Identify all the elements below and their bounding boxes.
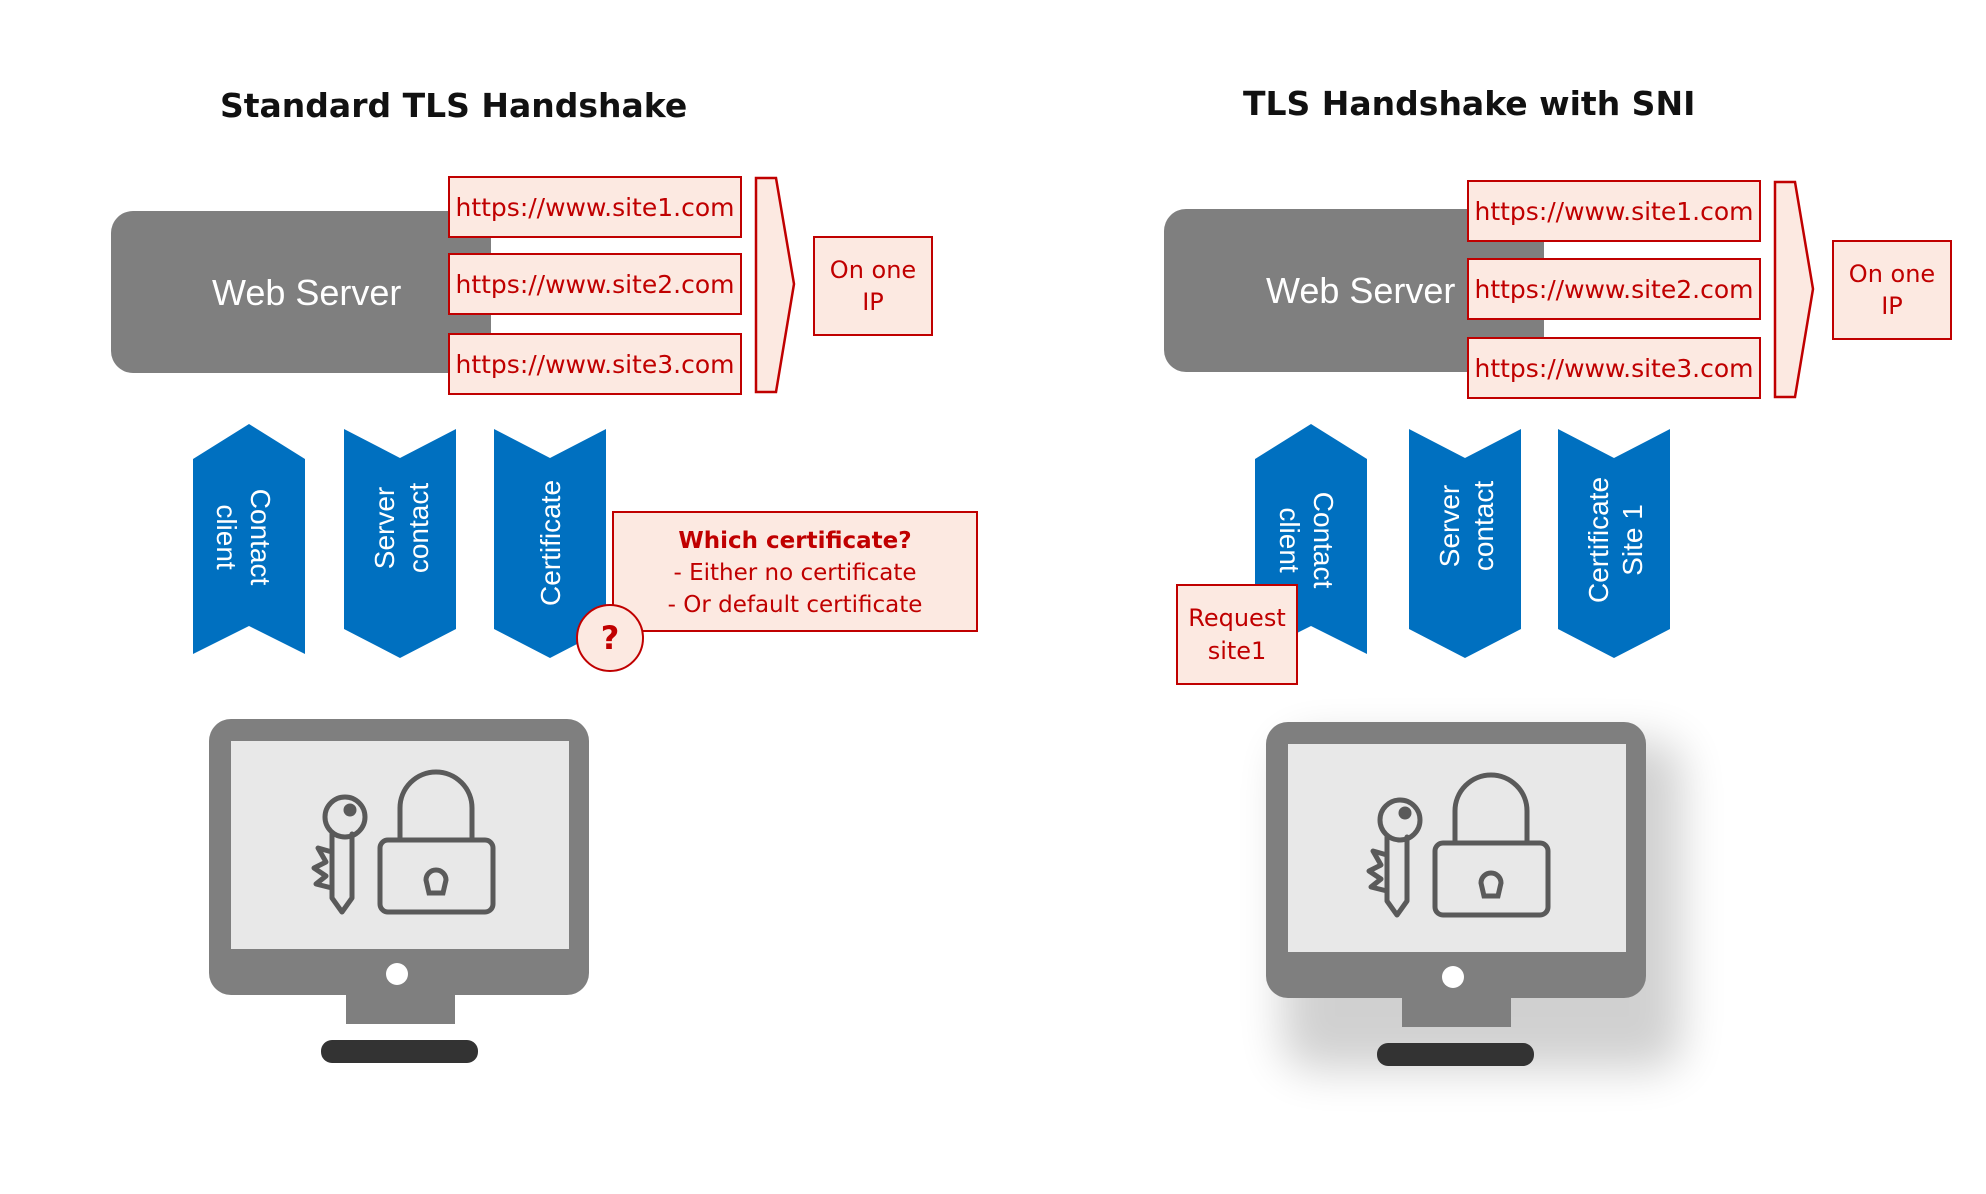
- right-chev1-line2: client: [1274, 507, 1305, 573]
- right-chevron-server-contact: [1409, 429, 1521, 658]
- left-chevron-server-contact: [344, 429, 456, 658]
- right-ip-line1: On one: [1848, 260, 1936, 288]
- left-chevron-certificate: [494, 429, 606, 658]
- right-chev2-line2: contact: [1468, 481, 1499, 571]
- question-mark-badge: ?: [576, 604, 644, 672]
- left-web-server: [111, 211, 491, 373]
- right-ip-box: On one IP: [1832, 240, 1952, 340]
- left-ip-line1: On one: [829, 256, 917, 284]
- right-site3-box: https://www.site3.com: [1467, 337, 1761, 399]
- left-which-certificate-note: Which certificate? - Either no certifica…: [612, 511, 978, 632]
- left-chev3-line1: Certificate: [535, 480, 566, 606]
- left-chev2-line1: Server: [369, 487, 400, 569]
- left-chev2-line2: contact: [403, 483, 434, 573]
- right-chev1-line1: Contact: [1308, 492, 1339, 589]
- left-ip-box: On one IP: [813, 236, 933, 336]
- which-certificate-line1: - Either no certificate: [673, 560, 917, 586]
- left-chevron-contact-client: [193, 424, 305, 654]
- right-chevron-certificate-site1: [1558, 429, 1670, 658]
- left-site1-box: https://www.site1.com: [448, 176, 742, 238]
- which-certificate-heading: Which certificate?: [678, 528, 912, 554]
- which-certificate-line2: - Or default certificate: [667, 592, 923, 618]
- right-site2-box: https://www.site2.com: [1467, 258, 1761, 320]
- left-site2-box: https://www.site2.com: [448, 253, 742, 315]
- right-web-server-label: Web Server: [1266, 270, 1456, 311]
- right-chev2-line1: Server: [1434, 485, 1465, 567]
- right-site1-box: https://www.site1.com: [1467, 180, 1761, 242]
- request-site1-note: Request site1: [1176, 584, 1298, 685]
- right-chev3-line1: Certificate: [1583, 477, 1614, 603]
- left-ip-line2: IP: [862, 288, 884, 316]
- right-chev3-line2: Site 1: [1617, 504, 1648, 576]
- right-ip-line2: IP: [1881, 292, 1903, 320]
- right-title: TLS Handshake with SNI: [1243, 84, 1696, 123]
- left-site3-box: https://www.site3.com: [448, 333, 742, 395]
- left-chev1-line2: client: [211, 504, 242, 570]
- request-line2: site1: [1207, 636, 1267, 665]
- request-line1: Request: [1188, 603, 1286, 632]
- left-chev1-line1: Contact: [245, 489, 276, 586]
- left-web-server-label: Web Server: [212, 272, 402, 313]
- left-title: Standard TLS Handshake: [220, 86, 688, 125]
